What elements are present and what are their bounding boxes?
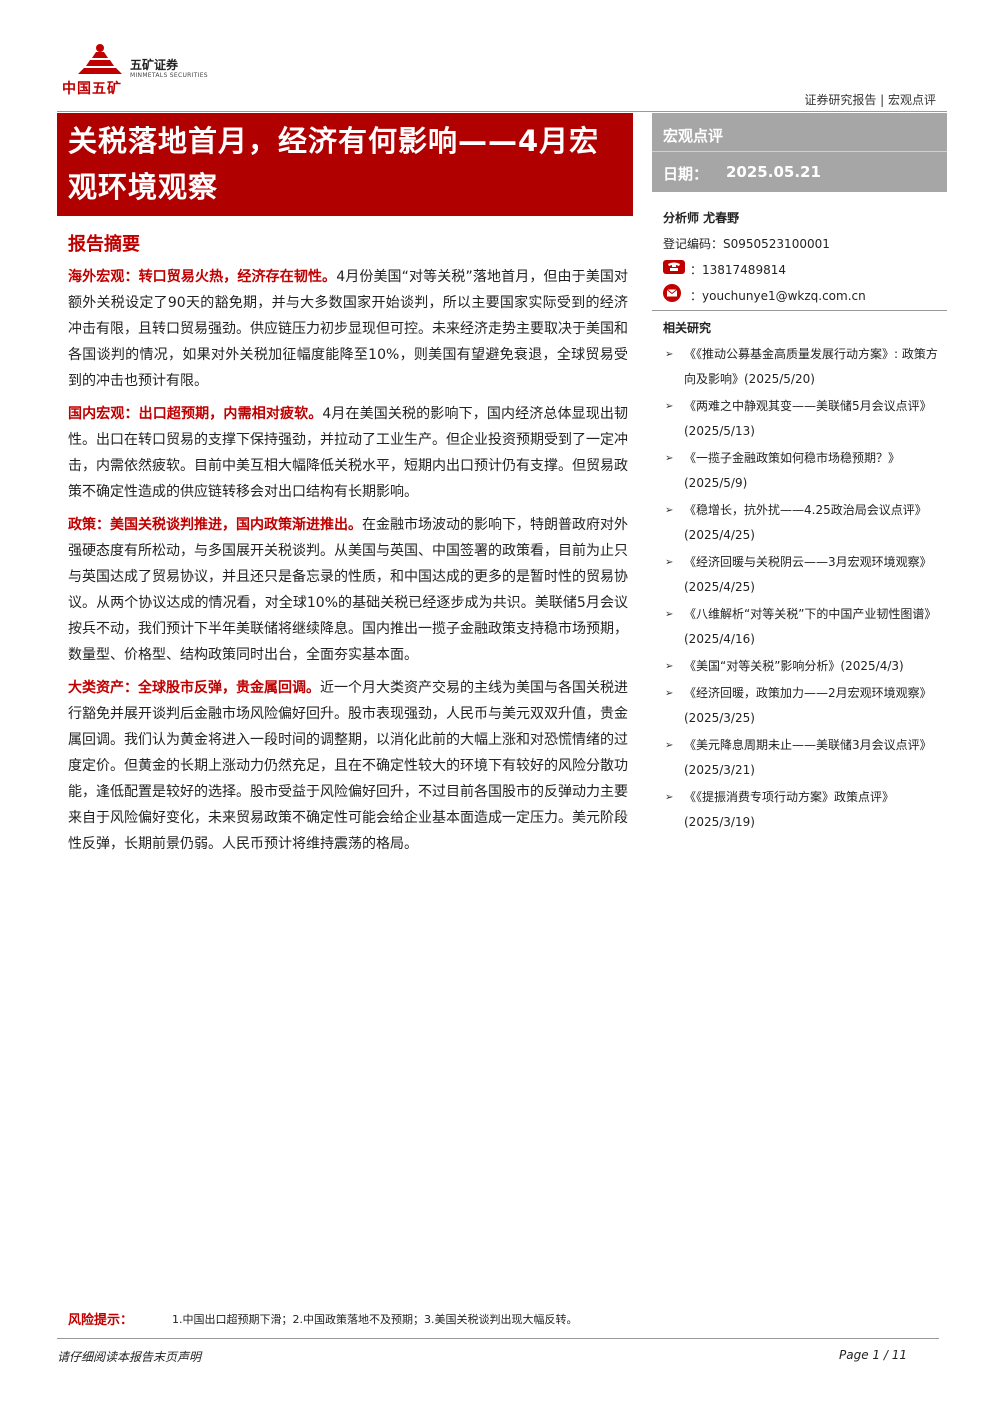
related-item[interactable]: ➢《《推动公募基金高质量发展行动方案》: 政策方向及影响》(2025/5/20) — [663, 342, 945, 392]
summary-paragraph: 国内宏观：出口超预期，内需相对疲软。4月在美国关税的影响下，国内经济总体显现出韧… — [68, 401, 628, 505]
related-item[interactable]: ➢《《提振消费专项行动方案》政策点评》(2025/3/19) — [663, 785, 945, 835]
related-item[interactable]: ➢《美元降息周期未止——美联储3月会议点评》(2025/3/21) — [663, 733, 945, 783]
risk-label: 风险提示： — [68, 1313, 134, 1328]
summary-paragraph: 政策：美国关税谈判推进，国内政策渐进推出。在金融市场波动的影响下，特朗普政府对外… — [68, 512, 628, 668]
related-item[interactable]: ➢《两难之中静观其变——美联储5月会议点评》(2025/5/13) — [663, 394, 945, 444]
email-address[interactable]: ：youchunye1@wkzq.com.cn — [690, 289, 866, 303]
report-type-header: 证券研究报告 | 宏观点评 — [804, 93, 936, 107]
analyst-name: 分析师 尤春野 — [663, 211, 740, 225]
paragraph-text: 4月在美国关税的影响下，国内经济总体显现出韧性。出口在转口贸易的支撑下保持强劲，… — [68, 406, 629, 500]
phone-number[interactable]: ：13817489814 — [690, 263, 786, 277]
side-banner-divider — [652, 151, 947, 152]
paragraph-text: 4月份美国“对等关税”落地首月，但由于美国对额外关税设定了90天的豁免期，并与大… — [68, 269, 629, 389]
summary-heading: 报告摘要 — [68, 234, 140, 255]
related-research-list: ➢《《推动公募基金高质量发展行动方案》: 政策方向及影响》(2025/5/20)… — [663, 342, 945, 837]
arrow-bullet-icon: ➢ — [665, 609, 674, 620]
company-logo: 中国五矿 五矿证券 MINMETALS SECURITIES — [62, 42, 212, 98]
logo-brand: 五矿证券 — [130, 58, 179, 72]
report-category: 宏观点评 — [663, 127, 724, 145]
registration-code: 登记编码：S0950523100001 — [663, 237, 830, 251]
logo-brand-en: MINMETALS SECURITIES — [130, 72, 208, 79]
header-divider — [57, 111, 947, 112]
related-item[interactable]: ➢《八维解析“对等关税”下的中国产业韧性图谱》(2025/4/16) — [663, 602, 945, 652]
related-item[interactable]: ➢《一揽子金融政策如何稳市场稳预期？》(2025/5/9) — [663, 446, 945, 496]
paragraph-lead: 海外宏观：转口贸易火热，经济存在韧性。 — [68, 269, 337, 285]
related-item[interactable]: ➢《经济回暖，政策加力——2月宏观环境观察》(2025/3/25) — [663, 681, 945, 731]
paragraph-text: 近一个月大类资产交易的主线为美国与各国关税进行豁免并展开谈判后金融市场风险偏好回… — [68, 680, 628, 852]
related-item[interactable]: ➢《美国“对等关税”影响分析》(2025/4/3) — [663, 654, 945, 679]
related-research-heading: 相关研究 — [663, 321, 712, 335]
footer-divider — [57, 1338, 939, 1339]
date-label: 日期： — [663, 165, 709, 183]
paragraph-lead: 大类资产：全球股市反弹，贵金属回调。 — [68, 680, 320, 696]
logo-group-name: 中国五矿 — [62, 81, 122, 97]
title-banner — [57, 113, 633, 216]
paragraph-text: 在金融市场波动的影响下，特朗普政府对外强硬态度有所松动，与多国展开关税谈判。从美… — [68, 517, 628, 663]
email-icon — [663, 284, 681, 302]
arrow-bullet-icon: ➢ — [665, 740, 674, 751]
phone-icon — [663, 260, 685, 274]
arrow-bullet-icon: ➢ — [665, 688, 674, 699]
logo-mark-icon — [78, 44, 122, 74]
related-item[interactable]: ➢《经济回暖与关税阴云——3月宏观环境观察》(2025/4/25) — [663, 550, 945, 600]
arrow-bullet-icon: ➢ — [665, 453, 674, 464]
summary-paragraph: 大类资产：全球股市反弹，贵金属回调。近一个月大类资产交易的主线为美国与各国关税进… — [68, 675, 628, 857]
summary-body: 海外宏观：转口贸易火热，经济存在韧性。4月份美国“对等关税”落地首月，但由于美国… — [68, 264, 628, 864]
arrow-bullet-icon: ➢ — [665, 401, 674, 412]
page-number: Page 1 / 11 — [839, 1348, 907, 1362]
footer-disclaimer: 请仔细阅读本报告末页声明 — [57, 1350, 202, 1364]
arrow-bullet-icon: ➢ — [665, 792, 674, 803]
side-info-banner — [652, 113, 947, 192]
arrow-bullet-icon: ➢ — [665, 557, 674, 568]
arrow-bullet-icon: ➢ — [665, 349, 674, 360]
paragraph-lead: 国内宏观：出口超预期，内需相对疲软。 — [68, 406, 323, 422]
report-date: 2025.05.21 — [726, 163, 821, 181]
side-divider — [652, 310, 947, 311]
related-item[interactable]: ➢《稳增长，抗外扰——4.25政治局会议点评》(2025/4/25) — [663, 498, 945, 548]
report-title: 关税落地首月，经济有何影响——4月宏观环境观察 — [68, 124, 600, 204]
arrow-bullet-icon: ➢ — [665, 661, 674, 672]
paragraph-lead: 政策：美国关税谈判推进，国内政策渐进推出。 — [68, 517, 362, 533]
summary-paragraph: 海外宏观：转口贸易火热，经济存在韧性。4月份美国“对等关税”落地首月，但由于美国… — [68, 264, 628, 394]
risk-text: 1.中国出口超预期下滑；2.中国政策落地不及预期；3.美国关税谈判出现大幅反转。 — [172, 1313, 578, 1326]
arrow-bullet-icon: ➢ — [665, 505, 674, 516]
